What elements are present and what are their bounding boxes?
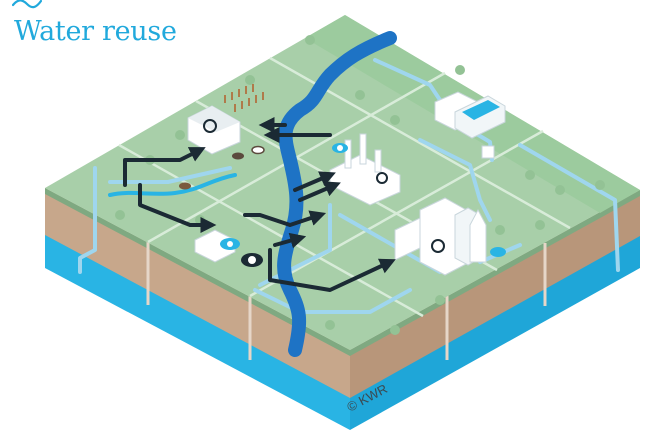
city-icon (394, 197, 506, 276)
wastewater-treatment-icon (194, 229, 263, 267)
cow-icon (179, 145, 265, 190)
barn-icon (187, 105, 241, 155)
water-treatment-plant-icon (434, 91, 506, 159)
title-block: Water reuse (6, 0, 226, 60)
river (108, 31, 397, 357)
factory-icon (329, 133, 401, 206)
diagram-title: Water reuse (14, 16, 177, 47)
crop-field (224, 84, 264, 112)
flow-arrows (123, 117, 396, 292)
wave-icon (12, 0, 42, 9)
block-left-side (45, 188, 350, 430)
